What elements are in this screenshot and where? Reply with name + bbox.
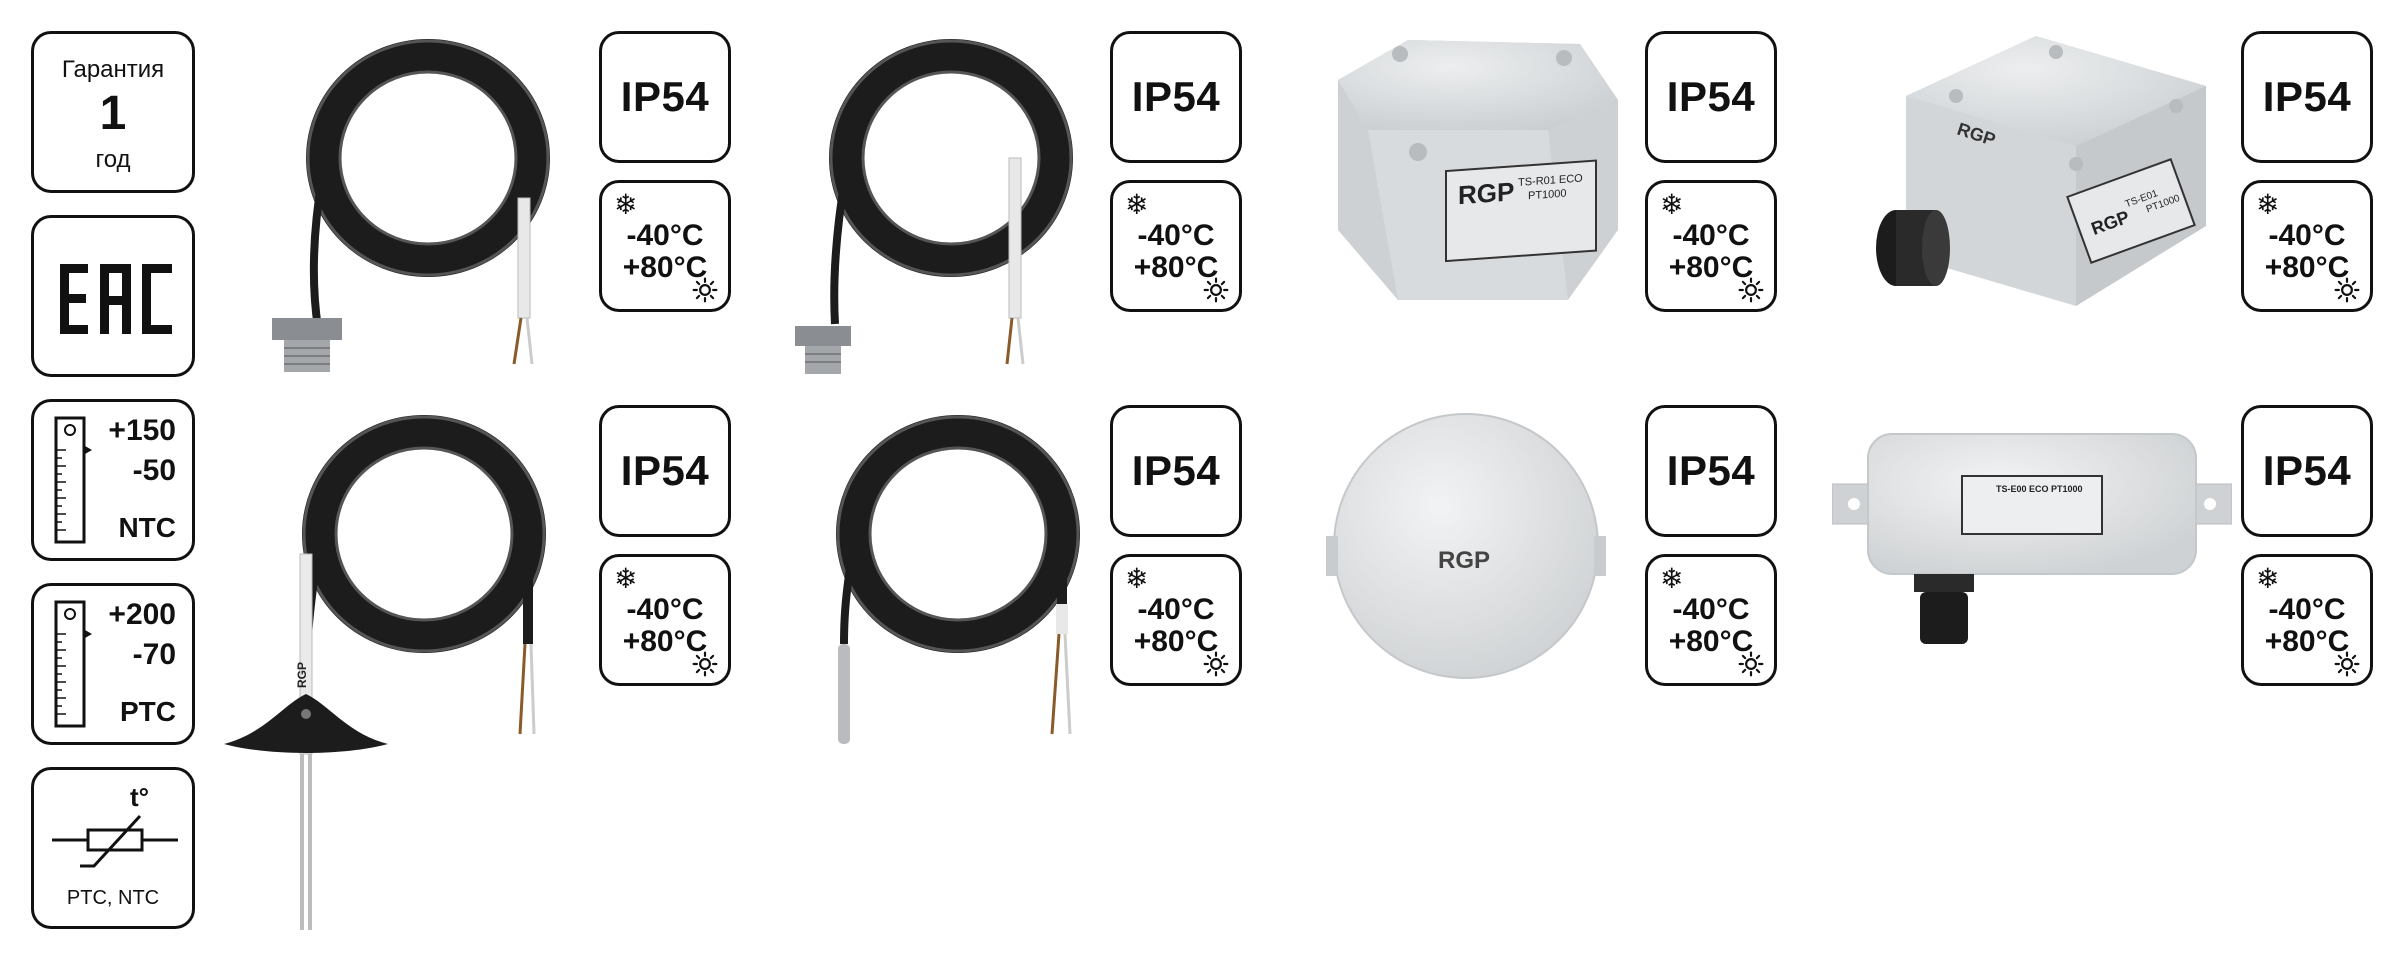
temp-high: +80°C bbox=[622, 251, 708, 284]
eac-certification-badge bbox=[31, 215, 195, 377]
round-housing-sensor-image: RGP bbox=[1326, 413, 1606, 679]
thermistor-label: PTC, NTC bbox=[66, 887, 160, 909]
cable-gland bbox=[1914, 574, 1974, 644]
thread-nut bbox=[272, 318, 342, 340]
ip-rating-badge: IP54 bbox=[2241, 405, 2373, 537]
temp-high: +80°C bbox=[1133, 625, 1219, 658]
temperature-range-badge: ❄ -40°C +80°C bbox=[1110, 554, 1242, 686]
temperature-range-badge: ❄ -40°C +80°C bbox=[1645, 180, 1777, 312]
cable-sensor-thread-image bbox=[272, 39, 550, 372]
sun-icon bbox=[2334, 651, 2360, 677]
thermistor-symbol-icon bbox=[52, 814, 178, 868]
ptc-type-label: PTC bbox=[120, 696, 176, 727]
snowflake-icon: ❄ bbox=[1660, 563, 1684, 594]
temperature-range-badge: ❄ -40°C +80°C bbox=[599, 554, 731, 686]
snowflake-icon: ❄ bbox=[1660, 189, 1684, 220]
model-label: TS-R01 ECO bbox=[1518, 172, 1583, 189]
ip-rating-badge: IP54 bbox=[599, 31, 731, 163]
cable-sensor-tip-image bbox=[836, 415, 1080, 744]
temp-high: +80°C bbox=[1668, 251, 1754, 284]
cable-sensor-thread-small-image bbox=[795, 39, 1073, 374]
ntc-type-label: NTC bbox=[118, 512, 176, 543]
sun-icon bbox=[1203, 651, 1229, 677]
sensor-label: PT1000 bbox=[1528, 188, 1566, 203]
ip-rating-badge: IP54 bbox=[1110, 405, 1242, 537]
cable-gland bbox=[1876, 210, 1950, 286]
eac-mark-icon bbox=[60, 264, 172, 334]
metal-sleeve bbox=[838, 644, 850, 744]
snowflake-icon: ❄ bbox=[614, 189, 638, 220]
temp-low: -40°C bbox=[1672, 593, 1750, 626]
temp-low: -40°C bbox=[2268, 593, 2346, 626]
snowflake-icon: ❄ bbox=[1125, 563, 1149, 594]
warranty-line1: Гарантия bbox=[61, 56, 165, 83]
ptc-min-value: -70 bbox=[132, 638, 176, 671]
temp-high: +80°C bbox=[2264, 251, 2350, 284]
product-label-plate bbox=[1445, 159, 1597, 263]
ptc-max-value: +200 bbox=[108, 598, 176, 631]
temp-low: -40°C bbox=[1137, 593, 1215, 626]
sun-icon bbox=[692, 277, 718, 303]
brand-logo: RGP bbox=[1438, 547, 1490, 574]
temp-high: +80°C bbox=[1133, 251, 1219, 284]
street-box-sensor-image: TS-E00 ECO PT1000 bbox=[1832, 433, 2232, 644]
ip-rating-badge: IP54 bbox=[1645, 31, 1777, 163]
sun-icon bbox=[1738, 277, 1764, 303]
temperature-range-badge: ❄ -40°C +80°C bbox=[599, 180, 731, 312]
product-label-plate bbox=[1961, 475, 2103, 535]
warranty-line2: год bbox=[95, 146, 131, 173]
temp-high: +80°C bbox=[2264, 625, 2350, 658]
thermistor-symbol-badge: t° PTC, NTC bbox=[31, 767, 195, 929]
ip-rating-badge: IP54 bbox=[599, 405, 731, 537]
temp-high: +80°C bbox=[622, 625, 708, 658]
sun-icon bbox=[1738, 651, 1764, 677]
thermometer-scale-icon bbox=[54, 600, 92, 728]
snowflake-icon: ❄ bbox=[2256, 189, 2280, 220]
brand-logo: RGP bbox=[1458, 176, 1514, 210]
temp-low: -40°C bbox=[2268, 219, 2346, 252]
umbrella-mount bbox=[224, 694, 388, 753]
ip-rating-badge: IP54 bbox=[1110, 31, 1242, 163]
box-sensor-room-image: RGP TS-R01 ECO PT1000 bbox=[1338, 40, 1618, 300]
thermometer-scale-icon bbox=[54, 416, 92, 544]
temp-low: -40°C bbox=[1137, 219, 1215, 252]
cable-sensor-umbrella-image: RGP bbox=[224, 415, 546, 930]
temp-low: -40°C bbox=[1672, 219, 1750, 252]
brand-logo: RGP bbox=[295, 662, 309, 688]
ntc-max-value: +150 bbox=[108, 414, 176, 447]
ip-rating-badge: IP54 bbox=[2241, 31, 2373, 163]
temperature-range-badge: ❄ -40°C +80°C bbox=[1645, 554, 1777, 686]
sun-icon bbox=[1203, 277, 1229, 303]
snowflake-icon: ❄ bbox=[614, 563, 638, 594]
snowflake-icon: ❄ bbox=[1125, 189, 1149, 220]
ptc-range-badge: +200 -70 PTC bbox=[31, 583, 195, 745]
ntc-min-value: -50 bbox=[132, 454, 176, 487]
temp-low: -40°C bbox=[626, 219, 704, 252]
temperature-range-badge: ❄ -40°C +80°C bbox=[1110, 180, 1242, 312]
sun-icon bbox=[692, 651, 718, 677]
temperature-range-badge: ❄ -40°C +80°C bbox=[2241, 554, 2373, 686]
model-label: TS-E00 ECO PT1000 bbox=[1996, 484, 2083, 494]
temp-low: -40°C bbox=[626, 593, 704, 626]
thermistor-superscript: t° bbox=[130, 782, 150, 812]
warranty-badge: Гарантия 1 год bbox=[31, 31, 195, 193]
box-sensor-gland-image: RGP RGP TS-E01 PT1000 bbox=[1876, 36, 2206, 306]
temp-high: +80°C bbox=[1668, 625, 1754, 658]
temperature-range-badge: ❄ -40°C +80°C bbox=[2241, 180, 2373, 312]
warranty-value: 1 bbox=[99, 87, 127, 140]
product-label-plate bbox=[2066, 158, 2196, 264]
sun-icon bbox=[2334, 277, 2360, 303]
snowflake-icon: ❄ bbox=[2256, 563, 2280, 594]
ntc-range-badge: +150 -50 NTC bbox=[31, 399, 195, 561]
ip-rating-badge: IP54 bbox=[1645, 405, 1777, 537]
